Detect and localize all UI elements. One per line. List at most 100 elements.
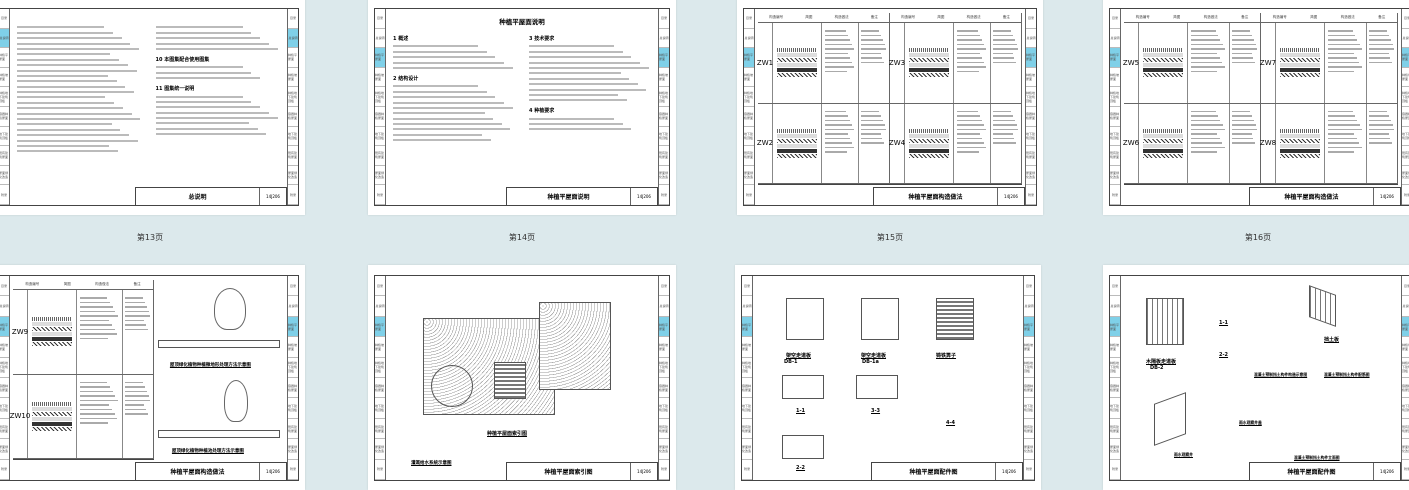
side-tab[interactable]: 总说明 xyxy=(375,29,385,49)
side-tab[interactable]: 屋面绿化改造 xyxy=(1110,439,1120,460)
side-tab[interactable]: 种植平屋面 xyxy=(744,48,754,68)
side-tab[interactable]: 种植坡屋面 xyxy=(744,68,754,88)
side-tab[interactable]: 种植坡屋面 xyxy=(1024,337,1034,358)
side-tab[interactable]: 附录 xyxy=(1024,460,1034,481)
side-tab[interactable]: 总说明 xyxy=(288,296,298,317)
side-tab[interactable]: 种植平屋面 xyxy=(1110,48,1120,68)
side-tab[interactable]: 目录 xyxy=(288,9,298,29)
side-tab[interactable]: 容器种植屋面 xyxy=(659,378,669,399)
side-tab[interactable]: 种植坡屋面 xyxy=(1402,337,1409,358)
side-tab[interactable]: 地下建筑顶板 xyxy=(659,127,669,147)
side-tab[interactable]: 既有建筑屋面 xyxy=(1402,419,1409,440)
side-tab[interactable]: 容器种植屋面 xyxy=(1402,107,1409,127)
side-tab[interactable]: 种植坡屋面 xyxy=(288,68,298,88)
side-tab[interactable]: 种植地下建筑顶板 xyxy=(1110,358,1120,379)
side-tab[interactable]: 种植平屋面 xyxy=(375,316,385,338)
side-tab[interactable]: 地下建筑顶板 xyxy=(1402,398,1409,419)
side-tab[interactable]: 总说明 xyxy=(1110,29,1120,49)
side-tab[interactable]: 地下建筑顶板 xyxy=(0,398,9,419)
side-tab[interactable]: 屋面绿化改造 xyxy=(288,166,298,186)
side-tab[interactable]: 既有建筑屋面 xyxy=(659,419,669,440)
side-tab[interactable]: 种植坡屋面 xyxy=(659,68,669,88)
page-thumbnail[interactable]: 目录总说明种植平屋面种植坡屋面种植地下建筑顶板容器种植屋面地下建筑顶板既有建筑屋… xyxy=(1103,265,1409,490)
side-tab[interactable]: 附录 xyxy=(1402,185,1409,205)
side-tab[interactable]: 地下建筑顶板 xyxy=(659,398,669,419)
side-tab[interactable]: 屋面绿化改造 xyxy=(659,439,669,460)
side-tab[interactable]: 附录 xyxy=(1026,185,1036,205)
side-tab[interactable]: 屋面绿化改造 xyxy=(0,166,9,186)
side-tab[interactable]: 目录 xyxy=(659,9,669,29)
side-tab[interactable]: 附录 xyxy=(744,185,754,205)
side-tab[interactable]: 容器种植屋面 xyxy=(1024,378,1034,399)
side-tab[interactable]: 总说明 xyxy=(1110,296,1120,317)
page-thumbnail[interactable]: 目录总说明种植平屋面种植坡屋面种植地下建筑顶板容器种植屋面地下建筑顶板既有建筑屋… xyxy=(368,0,676,215)
page-thumbnail[interactable]: 目录总说明种植平屋面种植坡屋面种植地下建筑顶板容器种植屋面地下建筑顶板既有建筑屋… xyxy=(0,0,305,215)
side-tab[interactable]: 附录 xyxy=(375,460,385,481)
side-tab[interactable]: 容器种植屋面 xyxy=(742,378,752,399)
side-tab[interactable]: 附录 xyxy=(659,460,669,481)
side-tab[interactable]: 总说明 xyxy=(1402,296,1409,317)
side-tab[interactable]: 目录 xyxy=(1024,276,1034,297)
side-tab[interactable]: 既有建筑屋面 xyxy=(0,146,9,166)
side-tab[interactable]: 种植平屋面 xyxy=(0,316,9,338)
side-tab[interactable]: 既有建筑屋面 xyxy=(1024,419,1034,440)
side-tab[interactable]: 屋面绿化改造 xyxy=(1024,439,1034,460)
side-tab[interactable]: 容器种植屋面 xyxy=(375,107,385,127)
side-tab[interactable]: 地下建筑顶板 xyxy=(288,398,298,419)
side-tab[interactable]: 种植坡屋面 xyxy=(375,68,385,88)
side-tab[interactable]: 地下建筑顶板 xyxy=(742,398,752,419)
side-tab[interactable]: 种植地下建筑顶板 xyxy=(1024,358,1034,379)
side-tab[interactable]: 种植地下建筑顶板 xyxy=(1402,358,1409,379)
side-tab[interactable]: 目录 xyxy=(742,276,752,297)
side-tab[interactable]: 附录 xyxy=(659,185,669,205)
side-tab[interactable]: 屋面绿化改造 xyxy=(1402,166,1409,186)
side-tab[interactable]: 种植坡屋面 xyxy=(1110,337,1120,358)
page-label[interactable]: 第16页 xyxy=(1244,233,1272,242)
side-tab[interactable]: 目录 xyxy=(375,276,385,297)
side-tab[interactable]: 种植坡屋面 xyxy=(1026,68,1036,88)
side-tab[interactable]: 种植平屋面 xyxy=(288,316,298,338)
side-tab[interactable]: 既有建筑屋面 xyxy=(659,146,669,166)
side-tab[interactable]: 种植坡屋面 xyxy=(1110,68,1120,88)
side-tab[interactable]: 既有建筑屋面 xyxy=(742,419,752,440)
side-tab[interactable]: 种植平屋面 xyxy=(1402,48,1409,68)
side-tab[interactable]: 地下建筑顶板 xyxy=(1402,127,1409,147)
side-tab[interactable]: 容器种植屋面 xyxy=(1110,378,1120,399)
side-tab[interactable]: 总说明 xyxy=(659,29,669,49)
side-tab[interactable]: 屋面绿化改造 xyxy=(0,439,9,460)
side-tab[interactable]: 种植地下建筑顶板 xyxy=(375,358,385,379)
side-tab[interactable]: 目录 xyxy=(1026,9,1036,29)
side-tab[interactable]: 地下建筑顶板 xyxy=(1026,127,1036,147)
side-tab[interactable]: 种植坡屋面 xyxy=(742,337,752,358)
side-tab[interactable]: 地下建筑顶板 xyxy=(1110,127,1120,147)
side-tab[interactable]: 目录 xyxy=(1402,276,1409,297)
side-tab[interactable]: 种植地下建筑顶板 xyxy=(375,87,385,107)
side-tab[interactable]: 种植地下建筑顶板 xyxy=(0,87,9,107)
side-tab[interactable]: 目录 xyxy=(0,9,9,29)
side-tab[interactable]: 种植平屋面 xyxy=(659,316,669,338)
side-tab[interactable]: 屋面绿化改造 xyxy=(1110,166,1120,186)
side-tab[interactable]: 附录 xyxy=(288,185,298,205)
side-tab[interactable]: 总说明 xyxy=(1402,29,1409,49)
side-tab[interactable]: 种植平屋面 xyxy=(0,48,9,68)
side-tab[interactable]: 目录 xyxy=(1402,9,1409,29)
side-tab[interactable]: 种植平屋面 xyxy=(1024,316,1034,338)
side-tab[interactable]: 容器种植屋面 xyxy=(375,378,385,399)
side-tab[interactable]: 屋面绿化改造 xyxy=(659,166,669,186)
side-tab[interactable]: 地下建筑顶板 xyxy=(288,127,298,147)
page-label[interactable]: 第13页 xyxy=(136,233,164,242)
page-thumbnail[interactable]: 目录总说明种植平屋面种植坡屋面种植地下建筑顶板容器种植屋面地下建筑顶板既有建筑屋… xyxy=(0,265,305,490)
side-tab[interactable]: 种植坡屋面 xyxy=(288,337,298,358)
side-tab[interactable]: 附录 xyxy=(742,460,752,481)
side-tab[interactable]: 总说明 xyxy=(659,296,669,317)
side-tab[interactable]: 容器种植屋面 xyxy=(288,107,298,127)
side-tab[interactable]: 既有建筑屋面 xyxy=(375,146,385,166)
side-tab[interactable]: 种植地下建筑顶板 xyxy=(288,87,298,107)
side-tab[interactable]: 容器种植屋面 xyxy=(744,107,754,127)
side-tab[interactable]: 附录 xyxy=(375,185,385,205)
side-tab[interactable]: 种植坡屋面 xyxy=(659,337,669,358)
side-tab[interactable]: 附录 xyxy=(1110,460,1120,481)
side-tab[interactable]: 种植平屋面 xyxy=(1402,316,1409,338)
side-tab[interactable]: 附录 xyxy=(0,185,9,205)
side-tab[interactable]: 屋面绿化改造 xyxy=(742,439,752,460)
